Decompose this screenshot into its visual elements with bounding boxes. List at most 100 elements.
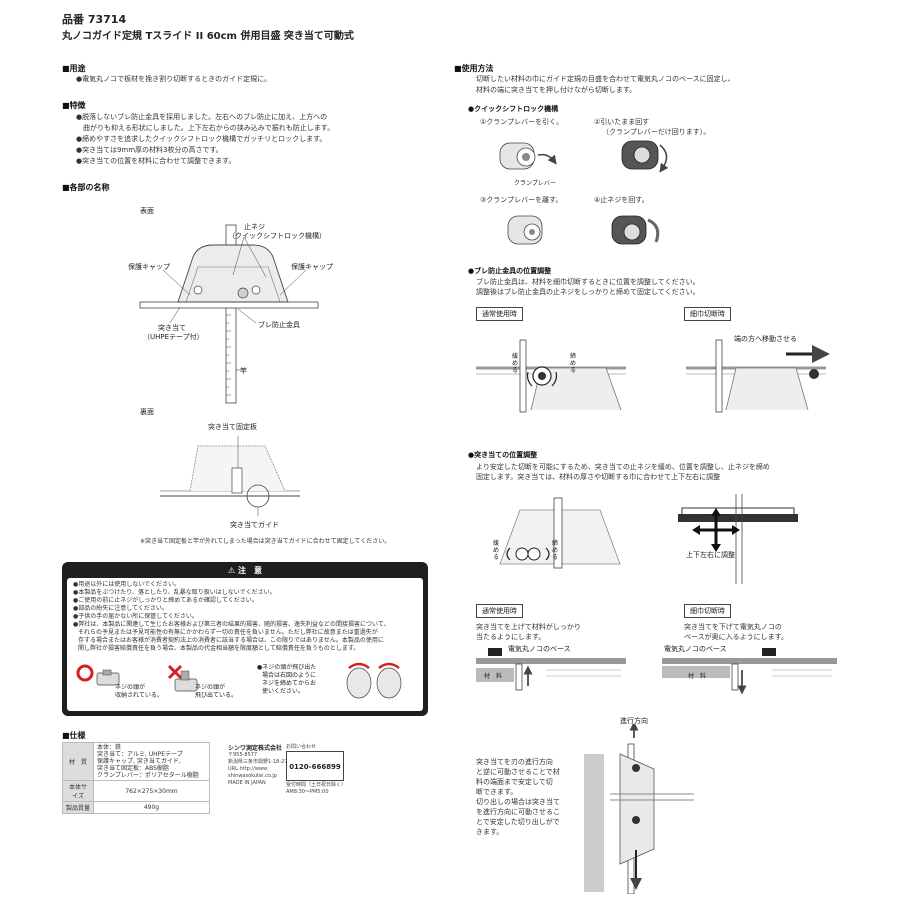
table-row: 材 質 本体：鉄 突き当て：アルミ, UHPEテープ 保護キャップ, 突き当てガ…	[62, 742, 210, 781]
spec-table: 材 質 本体：鉄 突き当て：アルミ, UHPEテープ 保護キャップ, 突き当てガ…	[62, 742, 210, 814]
material-right-label: 材 料	[688, 673, 707, 680]
base-right-label: 電気丸ノコのベース	[664, 645, 727, 653]
phone-hours: AM8:30〜PM5:00	[286, 789, 329, 795]
spec-heading: ■仕様	[62, 731, 86, 740]
step-1: ①クランプレバーを引く。	[480, 118, 564, 126]
wobble-heading: ●ブレ防止金具の位置調整	[468, 267, 552, 275]
step3-illustration	[507, 215, 543, 245]
front-diagram	[139, 224, 319, 404]
abut-text-2: 固定します。突き当ては、材料の厚さや切断する巾に合わせて上下左右に調整	[476, 473, 721, 481]
tip-2: 場合は右図のように	[262, 672, 317, 679]
guide-body	[177, 244, 289, 303]
weight-val: 490g	[93, 801, 210, 814]
normal2-diagram	[476, 648, 626, 691]
normal-wobble-diagram	[476, 339, 626, 413]
features-heading: ■特徴	[62, 101, 86, 110]
product-name: 丸ノコガイド定規 Tスライド II 60cm 併用目盛 突き当て可動式	[62, 31, 354, 42]
cap-left-label: 保護キャップ	[128, 263, 170, 271]
abutment-bar	[139, 301, 319, 309]
abut-heading: ●突き当ての位置調整	[468, 451, 538, 459]
caution-item: 存する場合またはお客様が消費者契約法上の消費者に該当する場合は、この限りではあり…	[78, 637, 384, 644]
feature-1: ●脱落しないブレ防止金具を採用しました。左右へのブレ防止に加え、上方への	[76, 113, 328, 121]
anti-wobble-label: ブレ防止金具	[258, 321, 300, 329]
abut-text-1: より安定した切断を可能にするため、突き当ての止ネジを緩め、位置を調整し、止ネジを…	[476, 463, 770, 471]
caution-item: ●部品の紛失に注意してください。	[73, 605, 168, 612]
abutment-sub: （UHPEテープ付）	[143, 333, 204, 341]
step-4: ④止ネジを回す。	[594, 196, 649, 204]
direction-diagram	[584, 724, 694, 894]
material-line: 突き当て：アルミ, UHPEテープ	[97, 751, 183, 758]
step2-illustration	[621, 140, 669, 173]
narrow2-text-1: 突き当てを下げて電気丸ノコの	[684, 623, 782, 631]
parts-heading: ■各部の名称	[62, 183, 110, 192]
material-line: 突き当て固定板：ABS樹脂	[97, 765, 169, 772]
material-line: 本体：鉄	[97, 744, 122, 751]
phone-note: 受付時間（土日祝日除く）	[286, 782, 347, 788]
caution-box: ⚠ 注 意 ●用途以外には使用しないでください。 ●本製品をぶつけたり、落とした…	[62, 562, 428, 716]
fix-plate-label: 突き当て固定板	[208, 423, 257, 431]
normal2-text-2: 当たるようにします。	[476, 633, 546, 641]
front-label: 表面	[140, 207, 154, 215]
use-heading: ■用途	[62, 64, 86, 73]
caution-item: それらの予見または予見可能性の有無にかかわらず一切の責任を負いません。ただし弊社…	[78, 629, 378, 636]
tip-3: ネジを締めてからお	[262, 680, 317, 687]
material-key: 材 質	[62, 742, 94, 781]
step-2: ②引いたまま回す	[594, 118, 650, 126]
move-text: 突き当てを刃の進行方向 と逆に可動させることで材 料の端面まで安定して切 断でき…	[476, 757, 560, 837]
material-line: 保護キャップ, 突き当てガイド,	[97, 758, 181, 765]
howto-intro-2: 材料の端に突き当てを押し付けながら切断します。	[476, 86, 637, 94]
part-number: 品番 73714	[62, 13, 127, 26]
caution-list: ●用途以外には使用しないでください。 ●本製品をぶつけたり、落としたり、乱暴な取…	[73, 581, 390, 653]
updown-diagram	[678, 494, 798, 584]
base-left-label: 電気丸ノコのベース	[508, 645, 571, 653]
move-line: きます。	[476, 828, 504, 836]
direction-label: 進行方向	[620, 717, 648, 725]
caution-item: ●子供の手の届かない所に保管してください。	[73, 613, 198, 620]
howto-intro-1: 切断したい材料の巾にガイド定規の目盛を合わせて電気丸ノコのベースに固定し、	[476, 75, 735, 83]
company-line: 〒955-8577	[228, 752, 258, 758]
rod-label: 竿	[240, 367, 247, 375]
tip-4: 使いください。	[262, 688, 305, 695]
narrow2-text-2: ベースが奥に入るようにします。	[684, 633, 788, 641]
narrow2-diagram	[662, 648, 837, 694]
company-name: シンワ測定株式会社	[228, 745, 283, 752]
normal-use-badge: 通常使用時	[476, 307, 523, 321]
tighten-label: 締める	[570, 353, 577, 374]
made-in: MADE IN JAPAN	[228, 780, 266, 786]
ok-screw-illustration	[76, 664, 120, 686]
ok-icon	[76, 664, 94, 682]
caution-item: ●本製品をぶつけたり、落としたり、乱暴な取り扱いはしないでください。	[73, 589, 276, 596]
company-line: 新潟県三条市興野1-18-27	[228, 759, 288, 765]
cap-right-label: 保護キャップ	[291, 263, 333, 271]
feature-2: ●締めやすさを追求したクイックシフトロック機構でガッチリとロックします。	[76, 135, 327, 143]
ruler-rod	[225, 224, 237, 404]
weight-key: 製品質量	[62, 801, 94, 814]
move-line: 断できます。	[476, 788, 518, 796]
ng-text-1: ネジの頭が	[195, 684, 226, 691]
caution-item: ●弊社は、本製品に関連して生じたお客様および第三者の結果的損害、随的損害、逸失利…	[73, 621, 390, 628]
material-line: クランプレバー：ポリアセタール樹脂	[97, 772, 199, 779]
ok-text-1: ネジの頭が	[115, 684, 146, 691]
move-line: 切り出しの場合は突き当て	[476, 798, 560, 806]
tip-1: ●ネジの頭が飛び出た	[257, 664, 317, 671]
size-key: 本体サイズ	[62, 780, 94, 802]
feature-1b: 曲がりも抑える形状にしました。上下左右からの挟み込みで振れも防止します。	[83, 124, 335, 132]
inquiry-label: お問い合わせ	[286, 744, 317, 750]
freedial-box: 0120-666899	[286, 751, 344, 781]
parts-note: ※突き当て固定板と竿が外れてしまった場合は突き当てガイドに合わせて固定してくださ…	[140, 538, 391, 545]
stop-screw-sub: （クイックシフトロック機構）	[228, 232, 326, 240]
back-label: 裏面	[140, 408, 154, 416]
howto-heading: ■使用方法	[454, 64, 494, 73]
normal2-badge: 通常使用時	[476, 604, 523, 618]
size-val: 762×275×30mm	[93, 780, 210, 802]
narrow-wobble-diagram	[686, 339, 830, 413]
back-diagram	[160, 436, 300, 516]
abut-adjust-diagram	[499, 497, 621, 569]
move-line: を進行方向に可動させるこ	[476, 808, 560, 816]
ng-icon	[167, 664, 183, 680]
narrow-cut-badge: 細巾切断時	[684, 307, 731, 321]
company-line: shinwasokutei.co.jp	[228, 773, 277, 779]
loosen-label: 緩める	[512, 353, 519, 374]
clamp-lever-label: クランプレバー	[514, 180, 556, 187]
step4-illustration	[611, 215, 660, 245]
